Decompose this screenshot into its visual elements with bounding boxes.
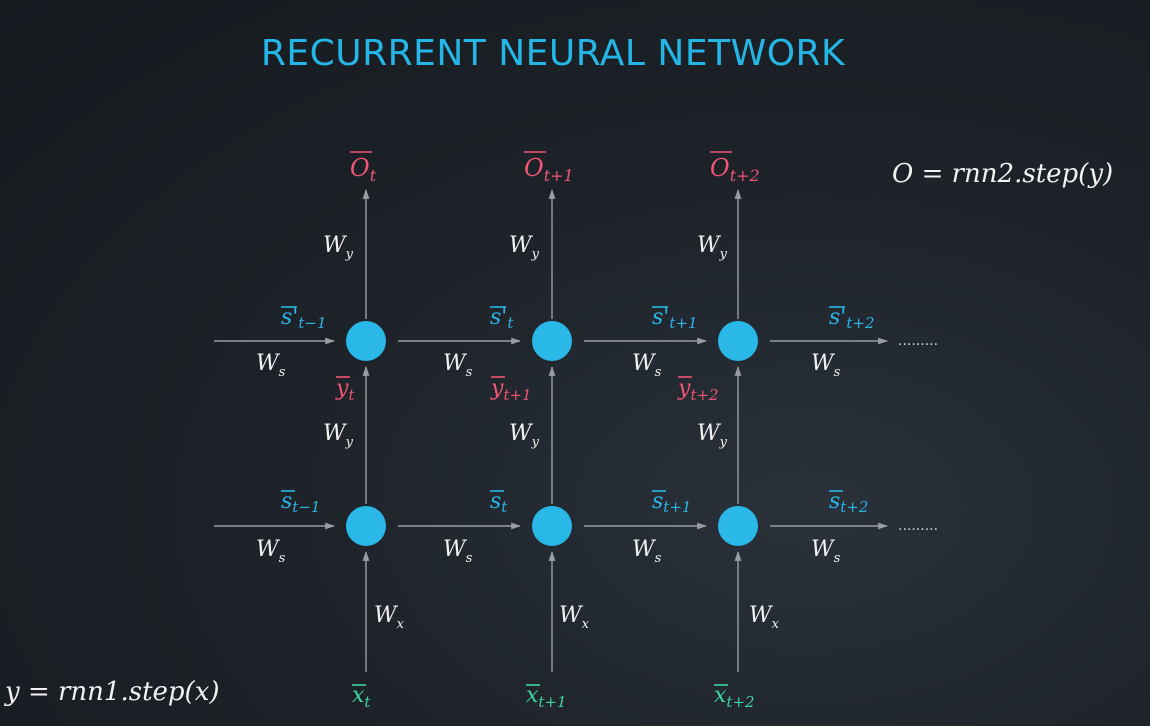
ws-lower-label-1: Ws xyxy=(443,537,473,566)
upper-ellipsis: ......... xyxy=(898,333,938,349)
lower-node-1 xyxy=(532,506,572,546)
ws-upper-label-0: Ws xyxy=(256,351,286,380)
upper-state-label-2: s't+1 xyxy=(652,305,697,332)
hidden-output-label-2: yt+2 xyxy=(677,376,719,404)
lower-state-label-0: st−1 xyxy=(281,489,320,516)
nodes xyxy=(346,321,758,546)
lower-state-label-3: st+2 xyxy=(829,489,868,516)
upper-state-label-1: s't xyxy=(490,305,514,332)
output-label-1: Ot+1 xyxy=(524,154,574,185)
slide-title: RECURRENT NEURAL NETWORK xyxy=(260,33,846,74)
wy-mid-label-2: Wy xyxy=(697,421,728,450)
hidden-output-label-1: yt+1 xyxy=(490,376,532,404)
wy-top-label-2: Wy xyxy=(697,233,728,262)
lower-ellipsis: ......... xyxy=(898,518,938,534)
lower-node-2 xyxy=(718,506,758,546)
ws-upper-label-1: Ws xyxy=(443,351,473,380)
lower-state-label-2: st+1 xyxy=(652,489,691,516)
upper-state-label-0: s't−1 xyxy=(281,305,326,332)
output-label-2: Ot+2 xyxy=(710,154,760,185)
ws-lower-label-2: Ws xyxy=(632,537,662,566)
upper-state-label-3: s't+2 xyxy=(829,305,874,332)
ws-lower-label-3: Ws xyxy=(811,537,841,566)
upper-node-1 xyxy=(532,321,572,361)
hidden-output-label-0: yt xyxy=(335,376,355,404)
ws-upper-label-3: Ws xyxy=(811,351,841,380)
wy-mid-label-1: Wy xyxy=(509,421,540,450)
edges xyxy=(214,189,888,672)
input-label-2: xt+2 xyxy=(714,683,755,711)
input-label-0: xt xyxy=(352,683,371,711)
wy-top-label-1: Wy xyxy=(509,233,540,262)
wx-label-0: Wx xyxy=(374,603,405,632)
output-label-0: Ot xyxy=(350,154,377,185)
lower-node-0 xyxy=(346,506,386,546)
input-label-1: xt+1 xyxy=(526,683,567,711)
ws-upper-label-2: Ws xyxy=(632,351,662,380)
wx-label-1: Wx xyxy=(559,603,590,632)
ws-lower-label-0: Ws xyxy=(256,537,286,566)
wy-mid-label-0: Wy xyxy=(323,421,354,450)
upper-node-0 xyxy=(346,321,386,361)
lower-state-label-1: st xyxy=(490,489,508,516)
upper-node-2 xyxy=(718,321,758,361)
equation-top-right: O = rnn2.step(y) xyxy=(892,159,1113,189)
equation-bottom-left: y = rnn1.step(x) xyxy=(4,677,220,707)
wx-label-2: Wx xyxy=(749,603,780,632)
wy-top-label-0: Wy xyxy=(323,233,354,262)
